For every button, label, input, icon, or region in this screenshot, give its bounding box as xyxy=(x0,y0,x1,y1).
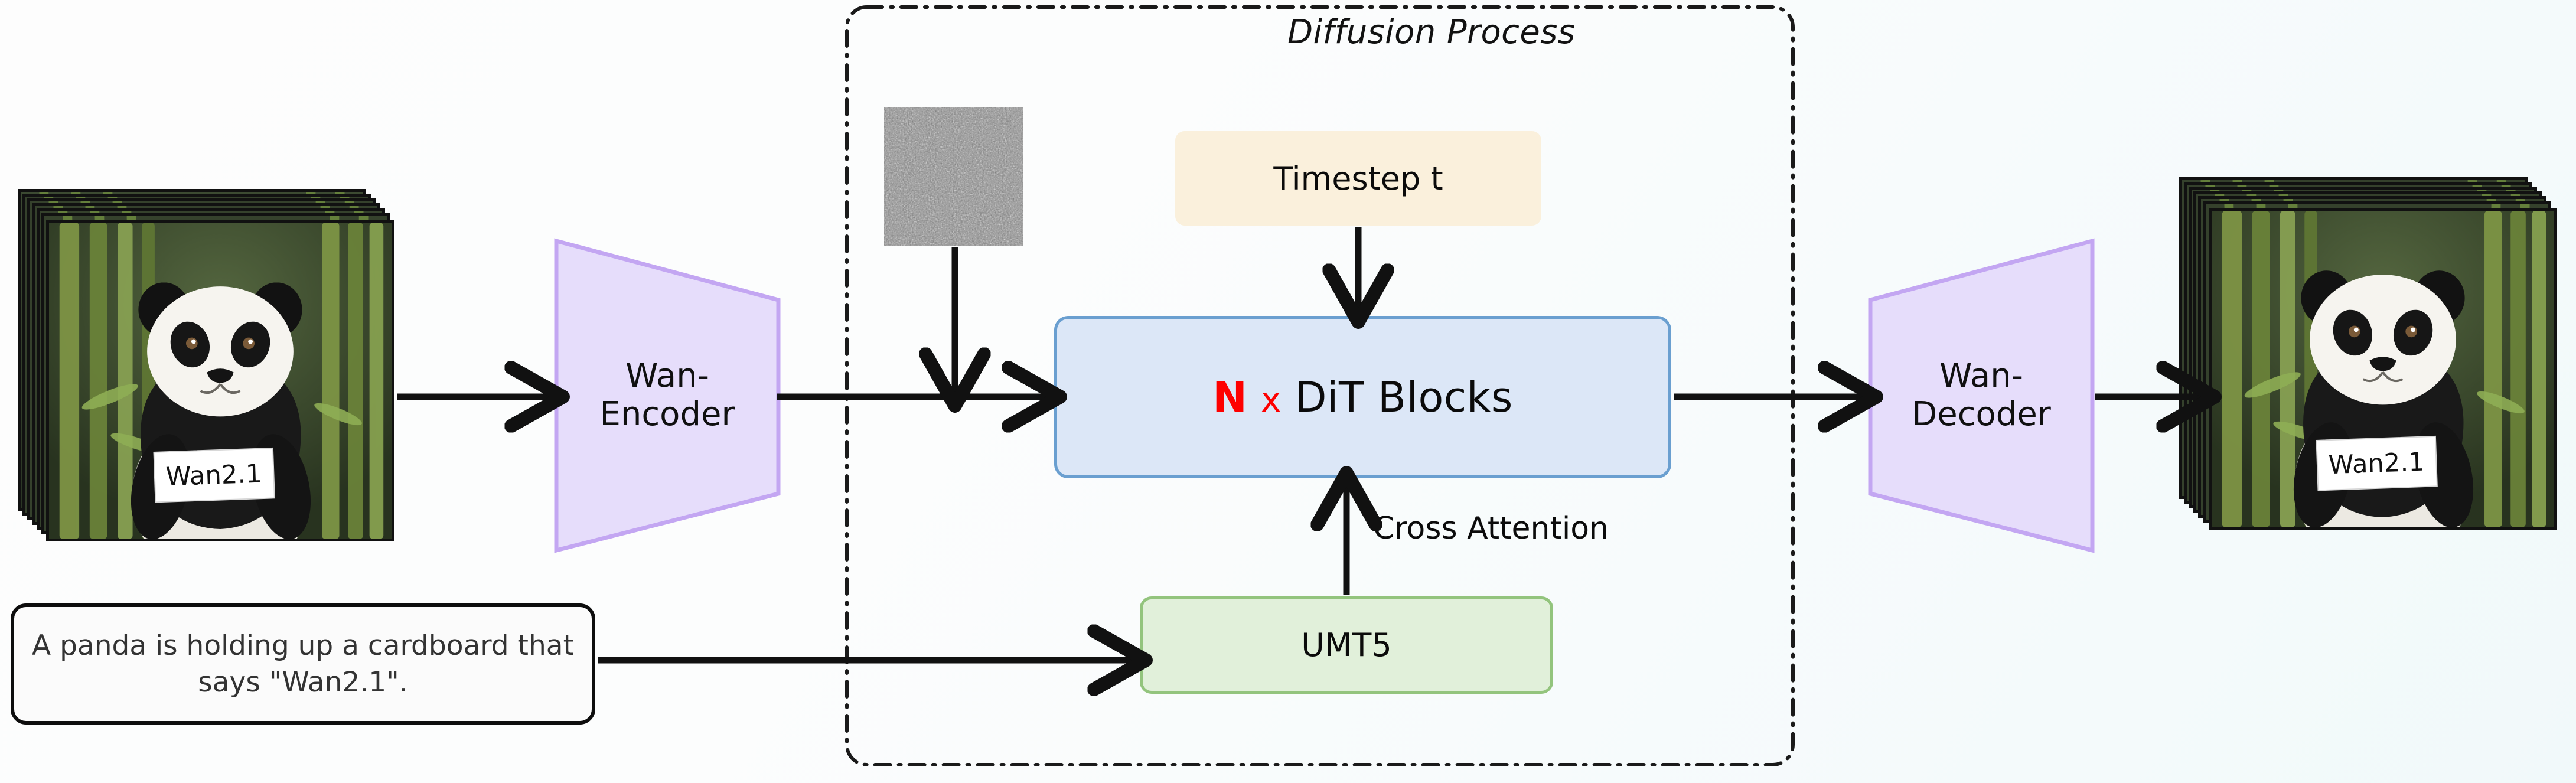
umt5-node[interactable]: UMT5 xyxy=(1140,596,1553,694)
dit-blocks-label: N x DiT Blocks xyxy=(1212,373,1513,422)
timestep-node[interactable]: Timestep t xyxy=(1175,131,1541,226)
svg-text:Wan2.1: Wan2.1 xyxy=(165,459,262,492)
dit-blocks-node[interactable]: N x DiT Blocks xyxy=(1054,316,1671,478)
output-frame-stack: Wan2.1 xyxy=(2179,177,2569,537)
umt5-label: UMT5 xyxy=(1301,627,1392,664)
svg-text:Wan2.1: Wan2.1 xyxy=(2328,448,2425,481)
timestep-label: Timestep t xyxy=(1273,159,1443,197)
noise-latent-patch xyxy=(884,107,1023,246)
diffusion-process-label: Diffusion Process xyxy=(1287,13,1576,51)
dit-multiply: x xyxy=(1261,379,1282,420)
input-frame-stack: Wan2.1 xyxy=(6,189,396,549)
frame-sheet-front: Wan2.1 xyxy=(2209,208,2557,530)
wan-decoder-node[interactable]: Wan- Decoder xyxy=(1863,236,2099,555)
dit-blocks-text: DiT Blocks xyxy=(1294,373,1513,422)
dit-count: N xyxy=(1212,373,1248,422)
cross-attention-label: Cross Attention xyxy=(1373,511,1609,546)
prompt-input-box[interactable]: A panda is holding up a cardboard that s… xyxy=(11,603,595,725)
frame-sheet-front: Wan2.1 xyxy=(46,220,394,541)
diffusion-process-boundary xyxy=(845,5,1795,766)
prompt-text: A panda is holding up a cardboard that s… xyxy=(31,629,574,699)
wan-encoder-node[interactable]: Wan- Encoder xyxy=(549,236,785,555)
